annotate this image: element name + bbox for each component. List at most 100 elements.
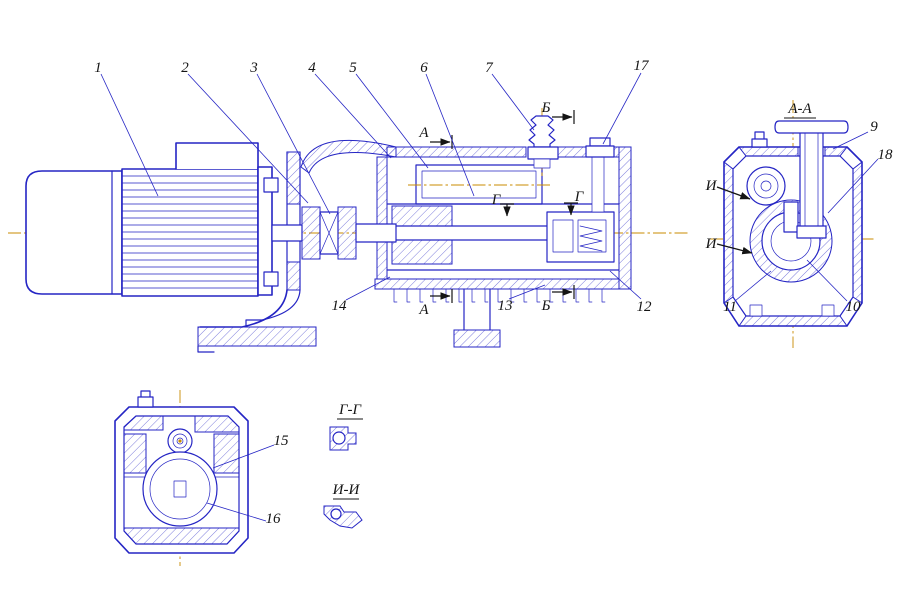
tube-body (799, 130, 824, 232)
callout-7: 7 (485, 60, 494, 76)
callout-14: 14 (332, 298, 348, 314)
tube-handle (774, 120, 849, 134)
sight-glass (746, 166, 786, 206)
ii-bore (330, 508, 342, 520)
callout-4: 4 (308, 60, 316, 76)
callout-3: 3 (249, 60, 258, 76)
electric-motor (25, 142, 279, 297)
leader-2 (187, 73, 309, 204)
motor-mount-lugs (263, 177, 279, 287)
valve-box (546, 211, 615, 263)
barb-profile (528, 115, 556, 148)
leader-4 (314, 73, 392, 159)
detail-gg: Г-Г (329, 402, 363, 451)
section-i-upper-arrow (716, 186, 751, 200)
motor-body (121, 168, 259, 297)
cooling-fins (393, 288, 606, 303)
sight-glass-center (760, 180, 772, 192)
motor-cooling-ribs (121, 175, 259, 289)
cylinder-inner (421, 170, 537, 199)
section-b-top-label: Б (541, 100, 551, 116)
leader-7 (491, 73, 535, 131)
coupling-cross (319, 211, 339, 255)
tube-clamp (796, 225, 827, 239)
callout-9: 9 (870, 119, 878, 135)
leader-1 (100, 73, 159, 197)
section-a-bottom-label: А (418, 302, 429, 318)
sight-glass-outer (746, 166, 786, 206)
bottom-wall (374, 278, 620, 290)
leader-3 (256, 73, 331, 215)
left-foot (197, 289, 317, 353)
valve-assembly (546, 156, 615, 263)
intake-passage (591, 156, 605, 213)
leader-11 (734, 270, 772, 302)
bl-small-circle-center (176, 437, 184, 445)
leader-18 (827, 158, 879, 214)
leader-13 (508, 284, 546, 300)
tube-bore (804, 130, 819, 232)
section-marks-main: А Б А Б Г Г (418, 100, 584, 318)
lantern-wall-bottom (286, 261, 301, 291)
pump-housing (300, 139, 632, 290)
leader-6 (425, 73, 475, 197)
plug-hex (585, 145, 615, 158)
bl-rotor (142, 451, 218, 527)
aa-wall-left (723, 160, 734, 304)
top-wall-mid (557, 146, 588, 158)
ii-view-title: И-И (332, 482, 361, 498)
section-i-lower-label: И (705, 236, 718, 252)
coupling-half-left (301, 206, 321, 260)
section-g-right-label: Г (574, 189, 585, 205)
fitting-flange (527, 146, 559, 160)
leaders-aa (734, 131, 879, 302)
pump-shaft (391, 225, 566, 241)
callout-2: 2 (181, 60, 189, 76)
motor-end-bell (257, 166, 273, 296)
gg-bore (332, 431, 346, 445)
leader-16 (206, 502, 267, 522)
motor-shaft (271, 224, 303, 242)
leader-15 (212, 444, 275, 469)
section-a-top-label: А (418, 125, 429, 141)
leader-9 (832, 131, 869, 150)
aa-bottom-bosses (749, 304, 835, 317)
fitting-neck (533, 158, 551, 169)
vane-slot (783, 201, 799, 233)
bl-hatch-top-left (123, 415, 164, 431)
section-aa-view: А-А И И 9 18 11 10 (705, 100, 893, 348)
gg-view-title: Г-Г (338, 402, 363, 418)
left-foot-pad (197, 326, 317, 347)
valve-inner (552, 219, 607, 253)
right-foot-pad (453, 329, 501, 348)
callout-5: 5 (349, 60, 357, 76)
rotor-hub-bottom (391, 239, 453, 265)
aa-wall-right (852, 160, 863, 304)
leader-10 (806, 259, 848, 302)
motor-end-cap (25, 170, 123, 295)
bl-small-circle-mid (172, 433, 188, 449)
sight-glass-mid (753, 173, 779, 199)
section-b-bottom-label: Б (541, 298, 551, 314)
leaders-main (100, 72, 642, 301)
bl-hatch-top-right (194, 415, 240, 433)
detail-ii: И-И (323, 482, 363, 529)
aa-wall-bottom (738, 315, 848, 327)
rotor-hub-top (391, 205, 453, 227)
callout-12: 12 (637, 299, 653, 315)
bl-vane (173, 480, 187, 498)
callout-1: 1 (94, 60, 102, 76)
coupling-half-right (337, 206, 357, 260)
callout-10: 10 (846, 299, 862, 315)
lantern-wall-top (286, 151, 301, 205)
leader-12 (609, 270, 642, 300)
left-wall (376, 156, 388, 280)
hose-fitting (527, 108, 559, 176)
oil-tube (774, 120, 849, 239)
ii-body (323, 505, 363, 529)
leader-5 (355, 73, 429, 169)
left-foot-toe (197, 345, 215, 353)
plug-fitting (585, 137, 615, 158)
